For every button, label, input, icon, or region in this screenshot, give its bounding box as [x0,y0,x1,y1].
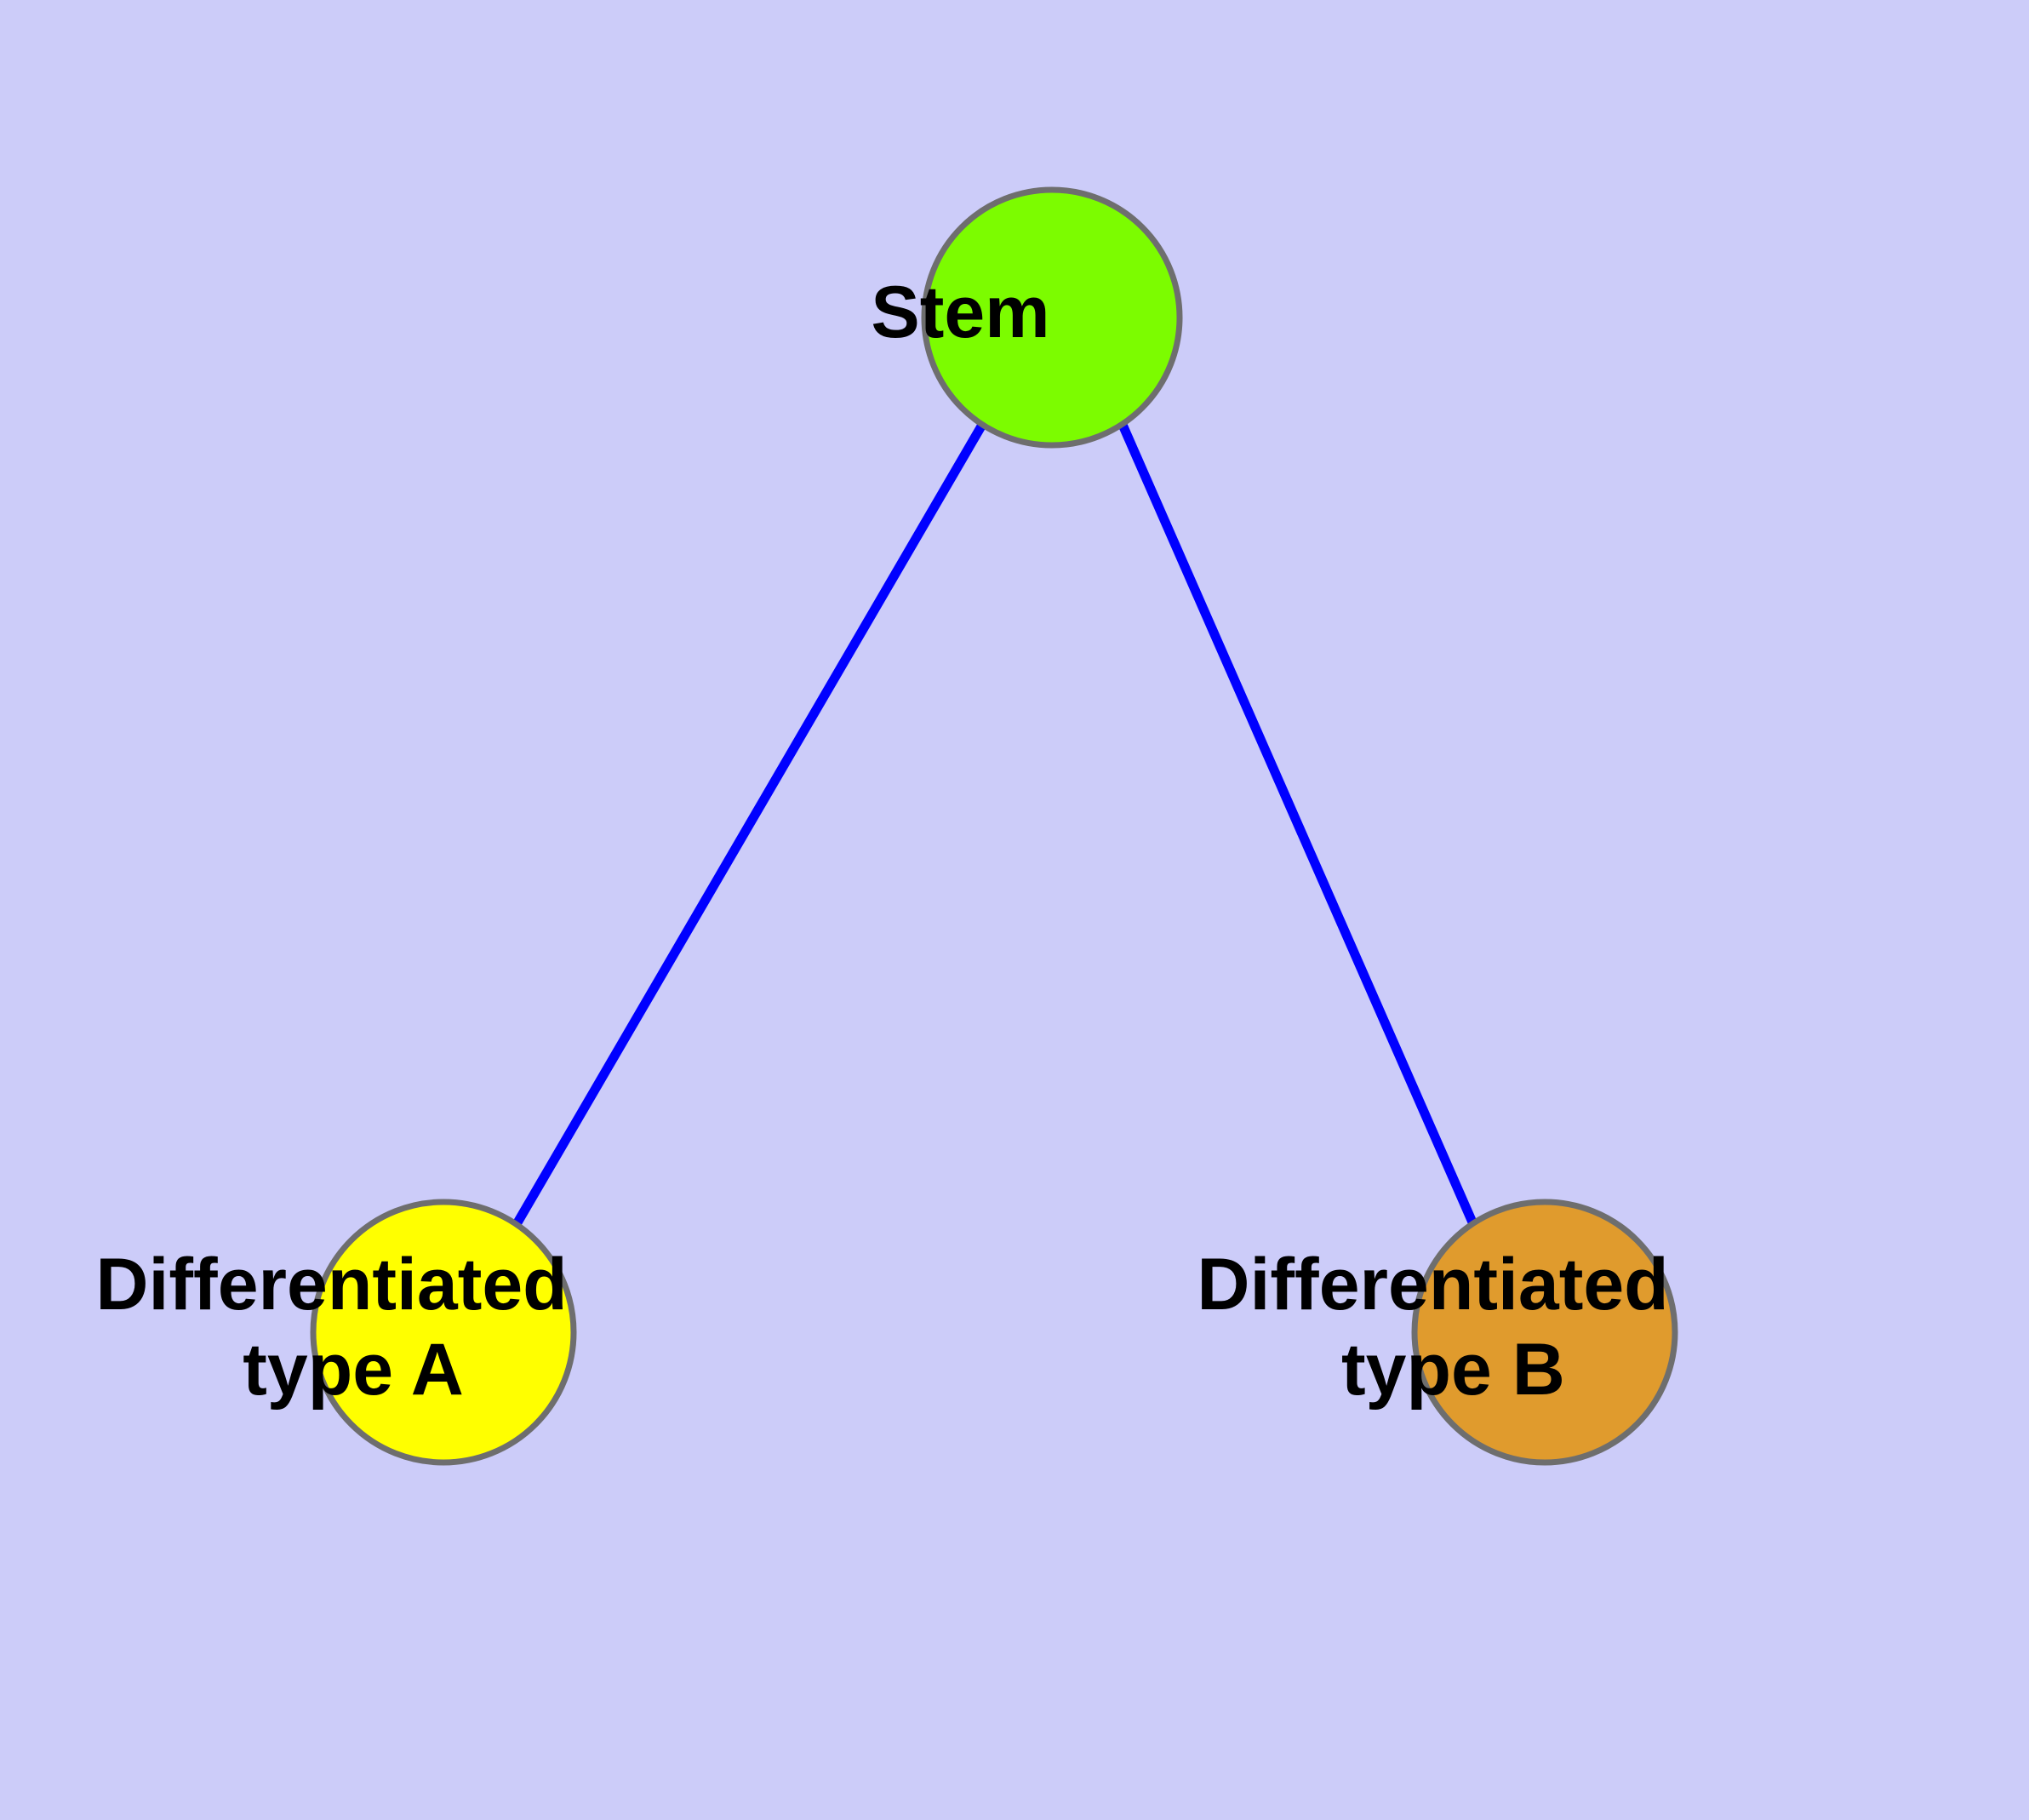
node-label-differentiated-type-a: Differentiated type A [95,1244,791,1411]
node-label-differentiated-type-b-line-1: Differentiated [1197,1244,1668,1325]
node-label-stem: Stem [871,272,1232,353]
node-differentiated-type-b[interactable]: Differentiated type B [1197,1199,1892,1466]
node-differentiated-type-a[interactable]: Differentiated type A [95,1199,791,1466]
node-label-differentiated-type-b-line-2: type B [1341,1329,1565,1411]
node-stem[interactable]: Stem [871,186,1232,449]
node-label-stem-line-1: Stem [871,272,1049,353]
nodes-group: Stem Differentiated type A Differentiate… [95,186,1892,1466]
node-label-differentiated-type-b: Differentiated type B [1197,1244,1892,1411]
node-label-differentiated-type-a-line-2: type A [243,1329,462,1411]
edge-stem-to-differentiated-type-b[interactable] [1117,422,1478,1227]
node-circle-differentiated-type-a[interactable] [310,1199,577,1466]
edge-stem-to-differentiated-type-a[interactable] [512,422,986,1227]
node-circle-differentiated-type-b[interactable] [1411,1199,1678,1466]
edges-group [512,422,1478,1227]
node-label-differentiated-type-a-line-1: Differentiated [95,1244,567,1325]
node-circle-stem[interactable] [921,186,1183,449]
